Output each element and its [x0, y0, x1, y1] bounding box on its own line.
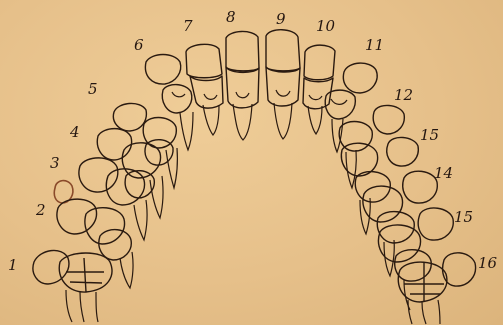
label-8: 8 — [226, 8, 236, 26]
label-7: 7 — [183, 17, 193, 35]
tooth-9 — [266, 30, 300, 139]
label-4: 4 — [69, 123, 80, 141]
tooth-7 — [186, 44, 223, 135]
tooth-8 — [226, 31, 259, 140]
tooth-1 — [33, 250, 112, 322]
label-6: 6 — [134, 36, 144, 54]
label-15-lower: 15 — [454, 208, 473, 226]
tooth-10 — [303, 45, 335, 134]
label-16: 16 — [478, 254, 498, 272]
label-2: 2 — [35, 201, 46, 219]
label-3: 3 — [50, 154, 60, 172]
label-11: 11 — [365, 36, 384, 54]
label-1: 1 — [8, 256, 18, 274]
label-5: 5 — [88, 80, 98, 98]
label-12: 12 — [394, 86, 413, 104]
label-9: 9 — [276, 10, 286, 28]
tooth-4 — [97, 129, 163, 218]
tooth-16 — [398, 253, 475, 324]
label-15-upper: 15 — [420, 126, 439, 144]
label-10: 10 — [316, 17, 336, 35]
tooth-5 — [113, 103, 177, 188]
tooth-14 — [363, 171, 437, 276]
tooth-3 — [54, 158, 147, 240]
label-14: 14 — [434, 164, 453, 182]
tooth-2 — [57, 199, 133, 288]
tooth-6 — [145, 55, 193, 151]
